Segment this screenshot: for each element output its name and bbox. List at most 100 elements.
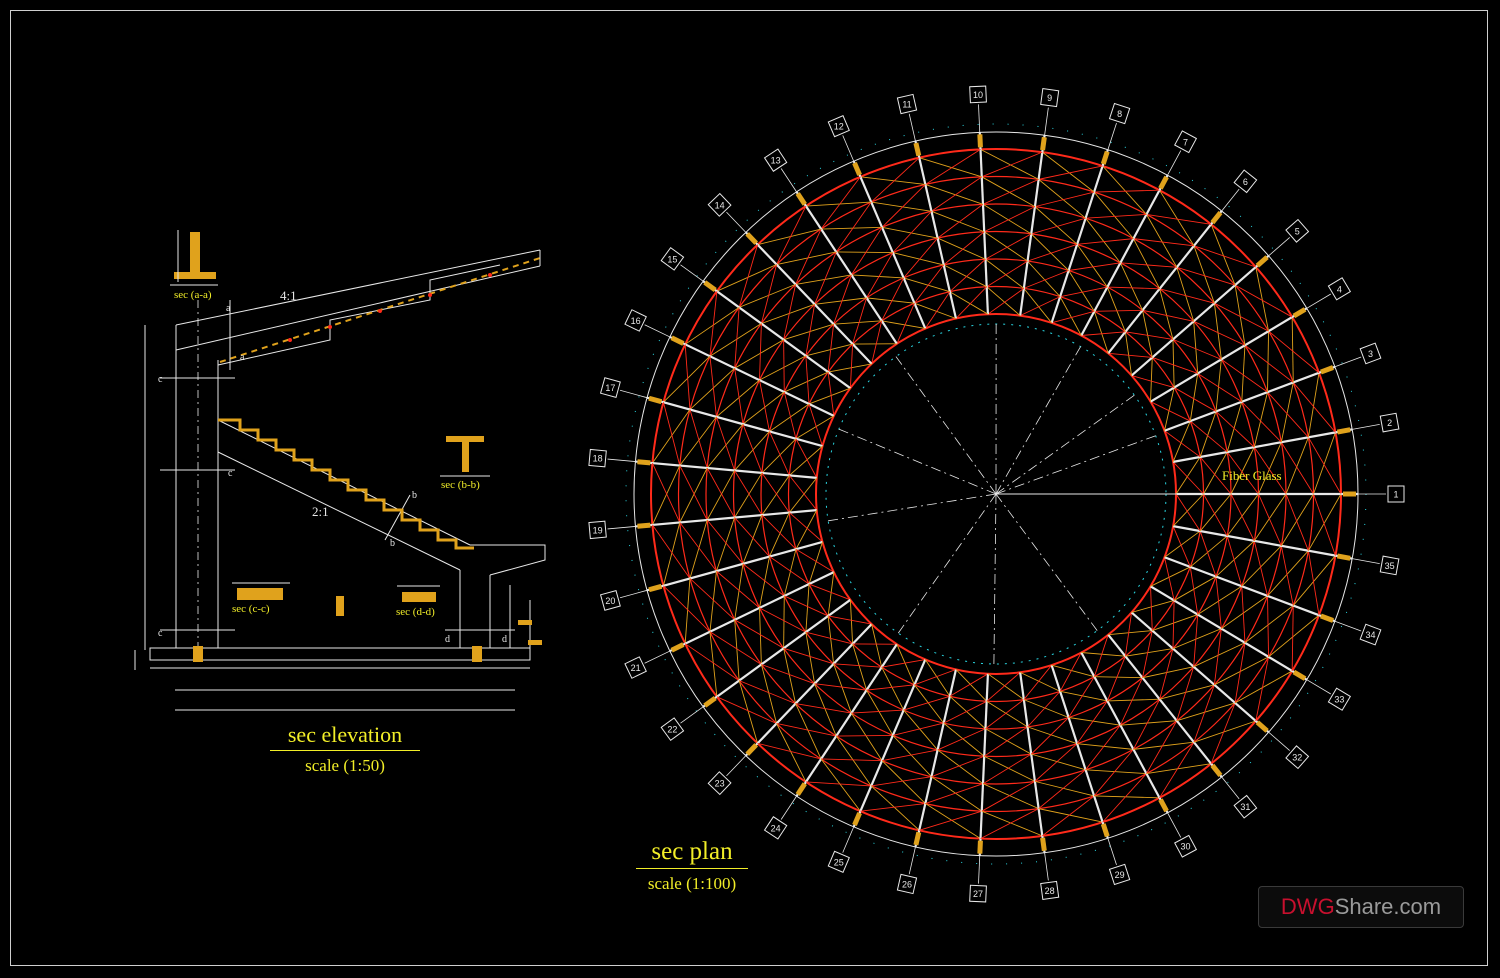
axis-label-box — [624, 656, 647, 679]
brace-red — [881, 659, 926, 668]
brace-gold — [835, 735, 872, 787]
brace-gold — [1313, 432, 1336, 495]
cut-label-c2: c — [228, 468, 233, 479]
axis-label-box — [896, 93, 918, 115]
brace-red — [716, 416, 735, 471]
brace-gold — [760, 664, 778, 724]
brace-gold — [851, 712, 883, 761]
axis-label-box — [1359, 342, 1382, 365]
brace-red — [892, 722, 944, 736]
brace-red — [1085, 724, 1121, 771]
radial-rib — [702, 280, 852, 390]
radial-rib — [646, 396, 823, 448]
brace-red — [1131, 375, 1175, 389]
axis-label: 1 — [1393, 490, 1398, 500]
brace-red — [783, 647, 834, 665]
brace-gold — [742, 391, 785, 425]
brace-red — [776, 205, 807, 265]
brace-red — [1164, 430, 1201, 458]
brace-red — [761, 472, 790, 513]
brace-gold — [1119, 262, 1143, 311]
brace-gold — [1038, 808, 1103, 823]
brace-red — [1159, 648, 1174, 700]
brace-gold — [871, 624, 883, 668]
brace-gold — [788, 477, 818, 513]
radial-rib — [1164, 556, 1336, 623]
axis-label-box — [1040, 88, 1060, 108]
brace-gold — [828, 363, 872, 373]
rib-connector — [795, 782, 807, 796]
rib-connector — [1158, 175, 1169, 190]
brace-gold — [789, 445, 823, 476]
brace-gold — [1133, 238, 1161, 289]
label-slope-stair: 2:1 — [312, 504, 329, 519]
brace-red — [821, 758, 883, 762]
brace-red — [866, 684, 915, 691]
brace-gold — [1027, 726, 1078, 745]
brace-gold — [1253, 391, 1268, 448]
brace-gold — [783, 595, 785, 649]
brace-gold — [1253, 493, 1287, 542]
brace-gold — [1258, 442, 1282, 495]
rib-connector — [1210, 210, 1223, 225]
brace-red — [1120, 262, 1177, 268]
axis-label: 7 — [1183, 137, 1188, 147]
axis-label: 29 — [1115, 870, 1125, 880]
cut-label-a2: a — [240, 352, 245, 363]
brace-gold — [1094, 795, 1160, 799]
brace-gold — [943, 722, 985, 757]
brace-gold — [651, 465, 681, 526]
brace-red — [1255, 656, 1269, 722]
brace-red — [1172, 600, 1175, 649]
brace-red — [871, 776, 932, 787]
brace-red — [1241, 586, 1246, 643]
axis-label-box — [1387, 485, 1405, 503]
brace-gold — [795, 509, 818, 550]
brace-red — [931, 176, 983, 212]
brace-gold — [1189, 373, 1199, 422]
brace-gold — [1234, 285, 1246, 346]
brace-red — [1042, 795, 1095, 837]
brace-gold — [757, 228, 822, 246]
axis-leader — [908, 113, 916, 142]
brace-gold — [776, 723, 807, 783]
axis-label-box — [1040, 880, 1060, 900]
brace-red — [716, 696, 777, 724]
brace-red — [1108, 352, 1153, 358]
brace-red — [783, 339, 785, 393]
rib-connector — [1100, 823, 1110, 838]
brace-gold — [1215, 540, 1255, 577]
brace-gold — [1068, 270, 1095, 312]
axis-label-box — [1108, 102, 1131, 125]
brace-gold — [734, 563, 744, 620]
rib-connector — [1100, 150, 1110, 165]
brace-gold — [1120, 720, 1177, 726]
brace-red — [1146, 720, 1178, 774]
axis-label: 16 — [631, 316, 641, 326]
brace-red — [881, 277, 905, 322]
brace-gold — [742, 514, 763, 564]
brace-gold — [1023, 288, 1052, 324]
axis-label-box — [969, 884, 987, 903]
brace-gold — [1085, 769, 1147, 775]
brace-red — [808, 403, 823, 447]
brace-gold — [1042, 151, 1095, 193]
brace-gold — [1226, 401, 1243, 453]
brace-red — [1199, 456, 1232, 495]
brace-red — [761, 514, 797, 550]
brace-gold — [827, 572, 835, 617]
brace-red — [1038, 165, 1103, 180]
axis-label-box — [660, 247, 685, 271]
brace-gold — [783, 648, 797, 704]
brace-red — [706, 467, 735, 518]
axis-leader — [644, 324, 671, 338]
center-line — [894, 354, 997, 495]
brace-red — [1150, 586, 1153, 631]
radial-rib — [1172, 525, 1353, 560]
brace-gold — [1060, 690, 1108, 702]
brace-gold — [1173, 576, 1217, 601]
radial-rib — [978, 673, 990, 856]
brace-gold — [783, 323, 834, 341]
brace-red — [1059, 652, 1082, 692]
brace-red — [814, 683, 867, 691]
